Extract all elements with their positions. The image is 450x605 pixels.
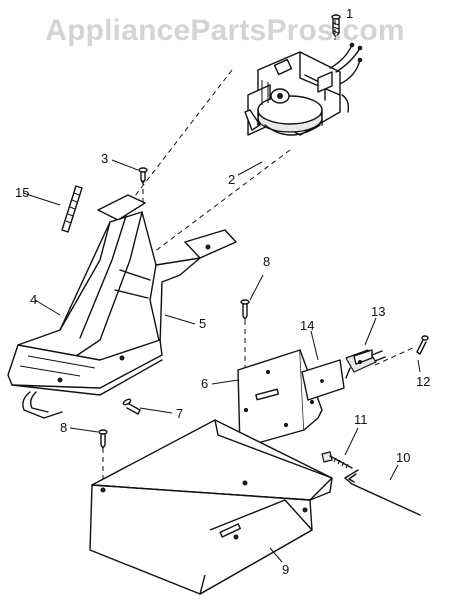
callout-11: 11	[354, 412, 368, 427]
callout-9: 9	[282, 562, 289, 577]
screw-top-part	[331, 14, 341, 38]
screw-8-upper-part	[240, 299, 250, 320]
assembly-line	[149, 149, 291, 256]
callout-5: 5	[199, 316, 206, 331]
assembly-line	[127, 69, 233, 206]
rod-part	[344, 469, 421, 516]
callout-1: 1	[346, 6, 353, 21]
motor-assembly-part	[244, 42, 363, 136]
callout-8-upper: 8	[263, 254, 270, 269]
callout-6: 6	[201, 376, 208, 391]
switch-part	[345, 349, 386, 379]
screw-3-part	[138, 167, 148, 184]
tray-part	[89, 419, 333, 595]
callout-4: 4	[30, 292, 37, 307]
callout-8-lower: 8	[60, 420, 67, 435]
switch-plate-part	[301, 359, 345, 401]
screw-7-part	[122, 398, 141, 415]
callout-3: 3	[101, 151, 108, 166]
callout-15: 15	[15, 185, 29, 200]
watermark-text: AppliancePartsPros.com	[45, 14, 405, 47]
main-bracket-part	[7, 194, 237, 419]
callout-7: 7	[176, 406, 183, 421]
callout-14: 14	[300, 318, 314, 333]
screw-8-lower-part	[98, 429, 108, 449]
callout-10: 10	[396, 450, 410, 465]
bolt-part	[321, 451, 353, 469]
screw-12-part	[416, 335, 429, 355]
pin-part	[61, 185, 83, 233]
callout-13: 13	[371, 304, 385, 319]
callout-2: 2	[228, 172, 235, 187]
assembly-line	[374, 346, 416, 366]
leader-lines	[22, 159, 421, 563]
callout-12: 12	[416, 374, 430, 389]
